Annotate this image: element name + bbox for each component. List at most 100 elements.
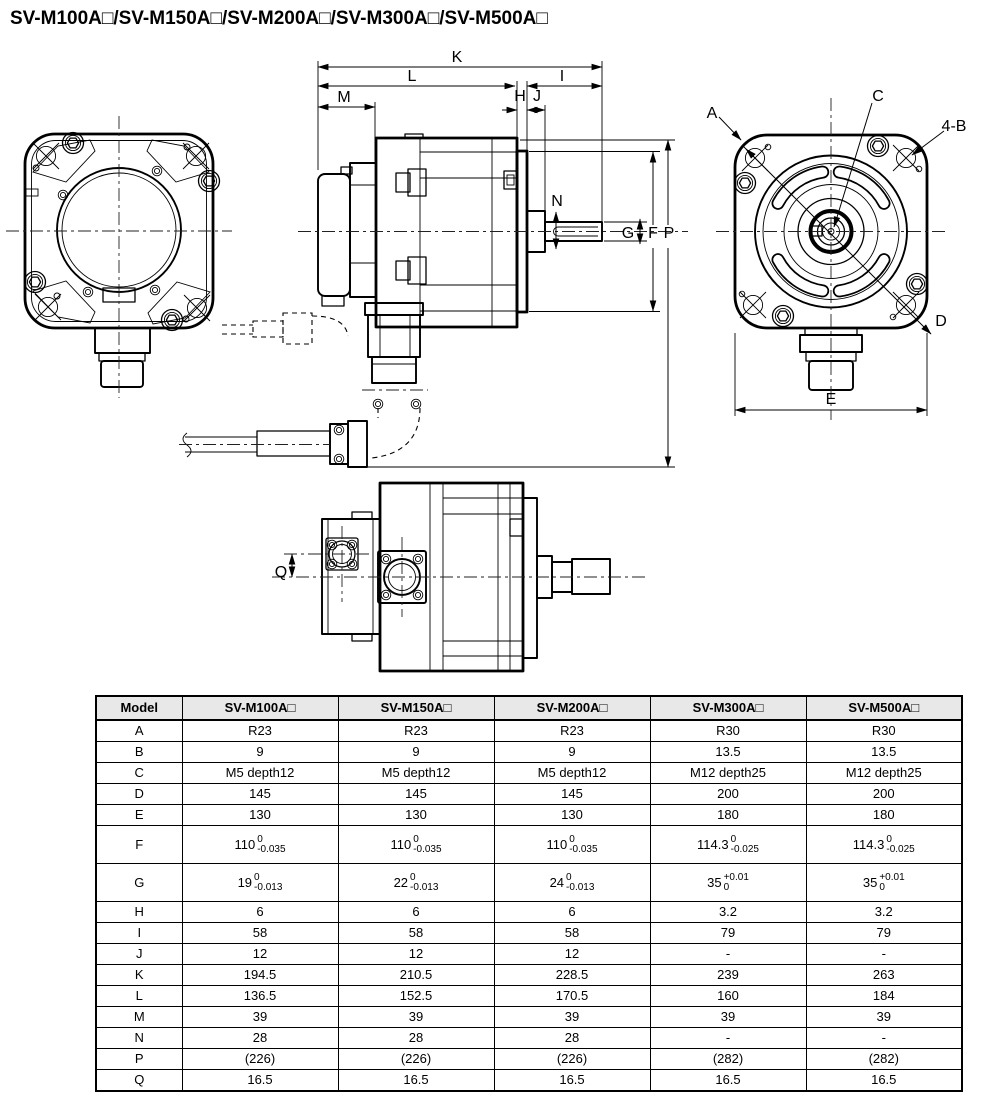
hex-bolt-icon bbox=[23, 270, 47, 294]
front-view: A C 4-B D E bbox=[707, 88, 967, 420]
value-cell: 239 bbox=[649, 964, 807, 986]
value-cell: - bbox=[805, 1027, 963, 1049]
param-cell: A bbox=[95, 719, 183, 742]
table-row: P(226)(226)(226)(282)(282) bbox=[95, 1048, 963, 1070]
screw-icon bbox=[412, 589, 424, 601]
value-cell: 130 bbox=[493, 804, 651, 826]
param-cell: D bbox=[95, 783, 183, 805]
value-cell: 79 bbox=[649, 922, 807, 944]
value-cell: 200 bbox=[805, 783, 963, 805]
value-cell: 39 bbox=[493, 1006, 651, 1028]
screw-icon bbox=[151, 165, 163, 177]
value-cell: 152.5 bbox=[337, 985, 495, 1007]
value-cell: (282) bbox=[805, 1048, 963, 1070]
param-cell: N bbox=[95, 1027, 183, 1049]
value-cell: R30 bbox=[805, 719, 963, 742]
value-cell: M12 depth25 bbox=[649, 762, 807, 784]
value-cell: 145 bbox=[337, 783, 495, 805]
hex-bolt-icon bbox=[733, 171, 757, 195]
technical-drawing: K L I M H J N G F P bbox=[6, 49, 967, 673]
value-cell: 200 bbox=[649, 783, 807, 805]
value-cell: 9 bbox=[181, 741, 339, 763]
hex-bolt-icon bbox=[771, 304, 795, 328]
value-cell: - bbox=[805, 943, 963, 965]
value-cell: 28 bbox=[337, 1027, 495, 1049]
dim-label-q: Q bbox=[275, 564, 287, 581]
value-cell: R30 bbox=[649, 719, 807, 742]
dim-label-a: A bbox=[707, 105, 718, 122]
value-cell: 145 bbox=[493, 783, 651, 805]
value-cell: 9 bbox=[493, 741, 651, 763]
dim-label-l: L bbox=[408, 68, 417, 85]
dim-label-d: D bbox=[935, 313, 947, 330]
dim-label-p: P bbox=[664, 225, 675, 242]
dim-label-4b: 4-B bbox=[942, 118, 967, 135]
value-cell: - bbox=[649, 943, 807, 965]
value-cell: 6 bbox=[493, 901, 651, 923]
hex-bolt-icon bbox=[905, 272, 929, 296]
value-cell: (282) bbox=[649, 1048, 807, 1070]
screw-icon bbox=[333, 424, 345, 436]
value-cell: 13.5 bbox=[649, 741, 807, 763]
dim-label-m: M bbox=[337, 89, 350, 106]
value-cell: (226) bbox=[181, 1048, 339, 1070]
param-cell: I bbox=[95, 922, 183, 944]
value-cell: 6 bbox=[337, 901, 495, 923]
screw-icon bbox=[326, 558, 338, 570]
value-cell: 12 bbox=[337, 943, 495, 965]
hex-bolt-icon bbox=[866, 134, 890, 158]
screw-icon bbox=[346, 558, 358, 570]
screw-icon bbox=[380, 589, 392, 601]
screw-icon bbox=[380, 553, 392, 565]
screw-icon bbox=[410, 398, 422, 410]
value-cell: 12 bbox=[493, 943, 651, 965]
value-cell: 180 bbox=[805, 804, 963, 826]
value-cell: 39 bbox=[649, 1006, 807, 1028]
value-cell: M5 depth12 bbox=[337, 762, 495, 784]
param-cell: F bbox=[95, 825, 183, 864]
value-cell: 170.5 bbox=[493, 985, 651, 1007]
screw-icon bbox=[412, 553, 424, 565]
column-header: SV-M300A□ bbox=[649, 695, 807, 721]
dim-label-j: J bbox=[533, 88, 541, 105]
bottom-view: Q bbox=[272, 481, 648, 673]
value-cell: 180 bbox=[649, 804, 807, 826]
value-cell: 130 bbox=[337, 804, 495, 826]
column-header: SV-M200A□ bbox=[493, 695, 651, 721]
rear-view bbox=[6, 116, 232, 398]
column-header: SV-M150A□ bbox=[337, 695, 495, 721]
screw-icon bbox=[372, 398, 384, 410]
dim-label-n: N bbox=[551, 193, 563, 210]
bolt-hole-icon bbox=[34, 293, 62, 321]
value-cell: 210.5 bbox=[337, 964, 495, 986]
model-header: Model bbox=[95, 695, 183, 721]
value-cell: (226) bbox=[337, 1048, 495, 1070]
param-cell: K bbox=[95, 964, 183, 986]
dim-label-e: E bbox=[826, 391, 837, 408]
value-cell: 136.5 bbox=[181, 985, 339, 1007]
value-cell: 228.5 bbox=[493, 964, 651, 986]
value-cell: M5 depth12 bbox=[181, 762, 339, 784]
param-cell: J bbox=[95, 943, 183, 965]
column-header: SV-M100A□ bbox=[181, 695, 339, 721]
bolt-hole-icon bbox=[892, 291, 920, 319]
